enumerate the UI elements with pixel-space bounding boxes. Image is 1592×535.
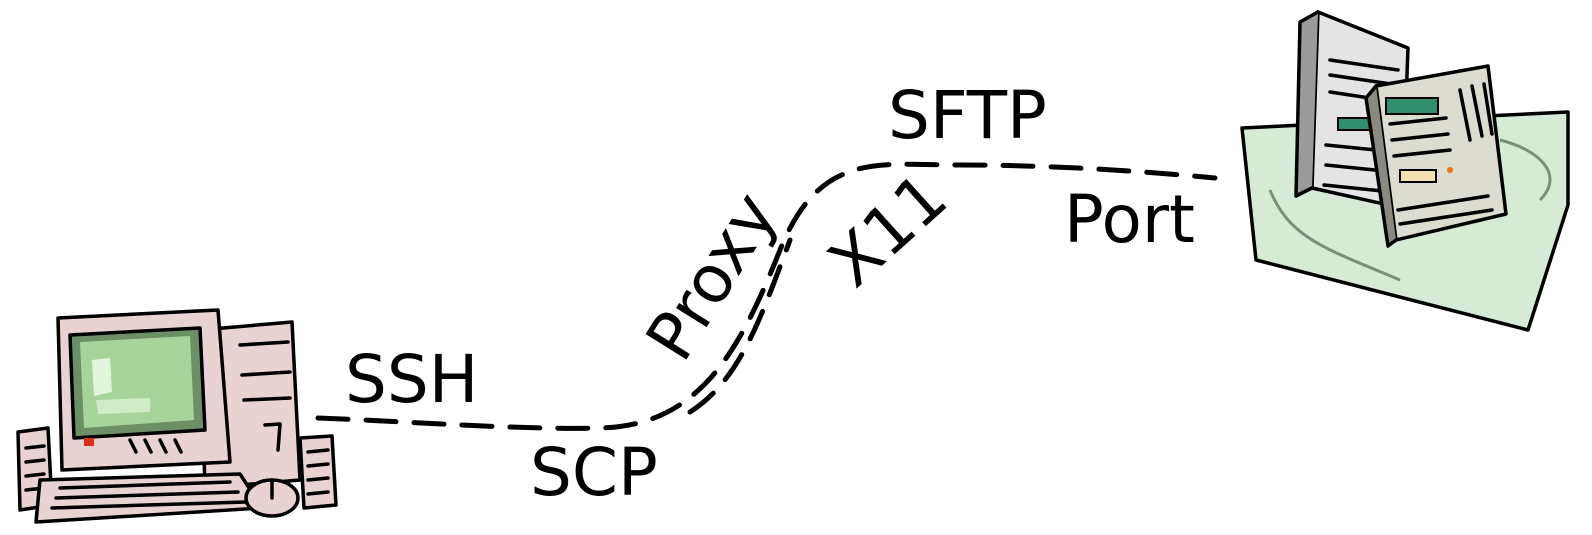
proxy-label: Proxy xyxy=(631,179,792,373)
sftp-label: SFTP xyxy=(888,77,1047,154)
scp-label: SCP xyxy=(530,434,658,511)
tunnel-line-branch xyxy=(687,237,793,415)
port-label: Port xyxy=(1064,181,1195,258)
tunnel-line-main xyxy=(315,161,1218,431)
ssh-label: SSH xyxy=(345,341,478,418)
desktop-computer-icon xyxy=(16,308,338,524)
server-towers-icon xyxy=(1240,10,1570,332)
